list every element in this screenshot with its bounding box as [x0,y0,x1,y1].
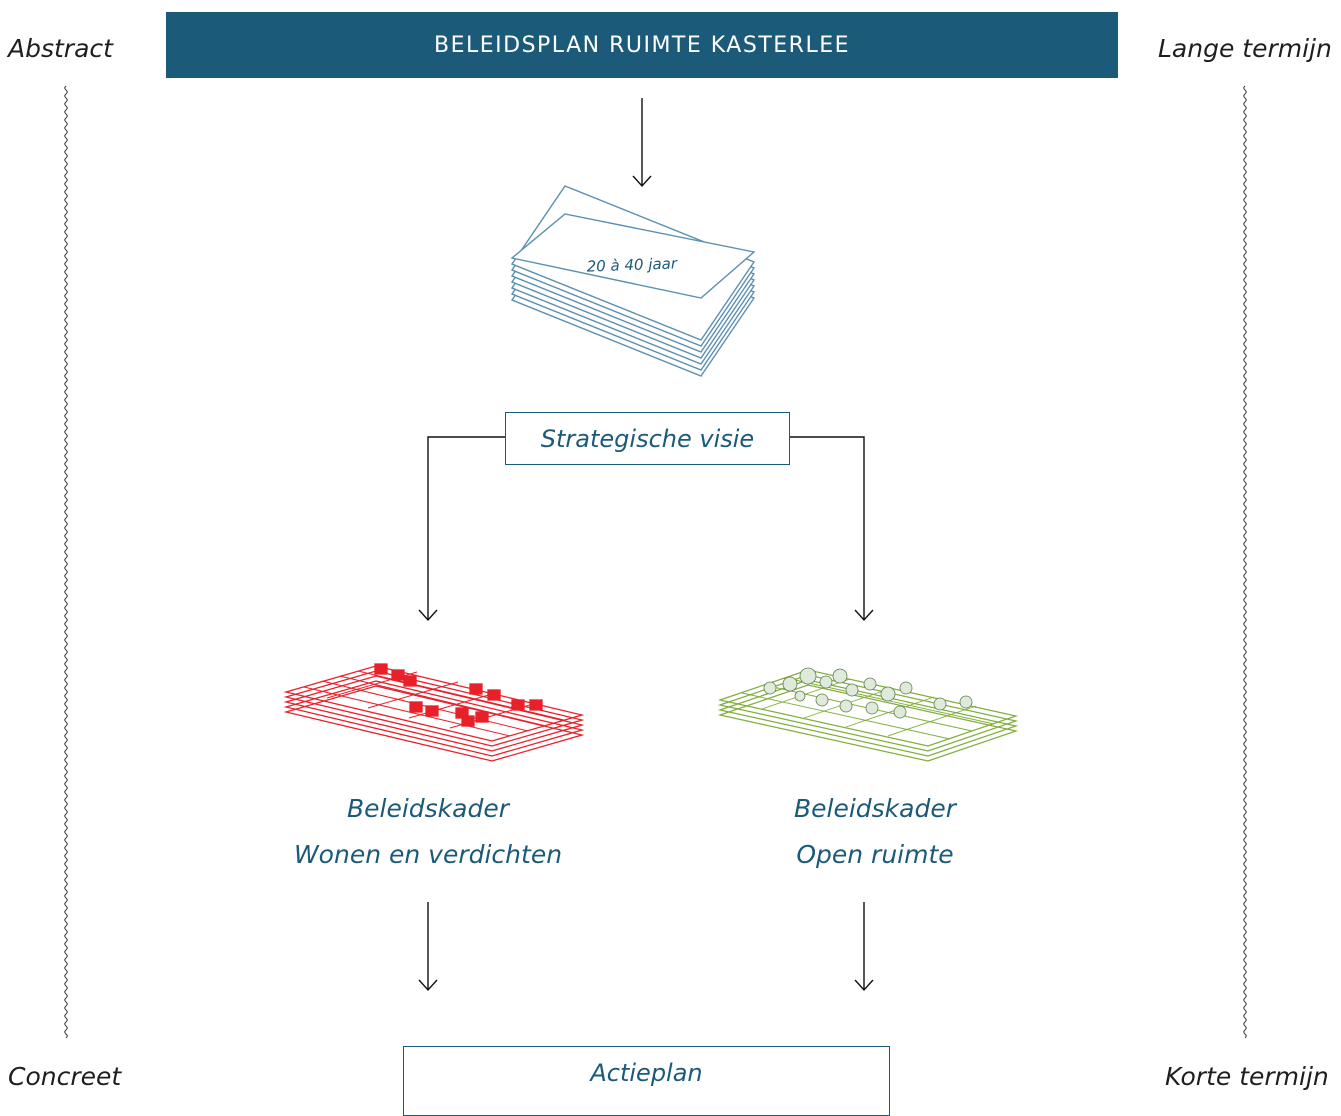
framework-housing-subtitle: Wonen en verdichten [293,840,563,869]
stack-duration-label: 20 à 40 jaar [586,254,678,275]
label-long-term: Lange termijn [1158,34,1332,63]
housing-layer-icon [283,663,585,762]
action-plan-box: Actieplan [403,1046,890,1116]
long-short-term-axis [1243,85,1247,1039]
branch-right-connector [790,436,865,620]
strategic-vision-box: Strategische visie [505,412,790,465]
label-abstract: Abstract [8,34,113,63]
framework-housing-label: Beleidskader Wonen en verdichten [268,786,588,878]
framework-open-space-subtitle: Open ruimte [796,840,954,869]
document-stack-icon [510,185,756,377]
label-short-term: Korte termijn [1165,1062,1329,1091]
abstract-concrete-axis [64,85,68,1039]
branch-left-connector [427,436,505,620]
framework-open-space-label: Beleidskader Open ruimte [715,786,1035,878]
framework-open-space-title: Beleidskader [793,794,957,823]
plan-title-banner: BELEIDSPLAN RUIMTE KASTERLEE [166,12,1118,78]
label-concrete: Concreet [8,1062,122,1091]
open-space-layer-icon [717,667,1019,762]
framework-housing-title: Beleidskader [346,794,510,823]
